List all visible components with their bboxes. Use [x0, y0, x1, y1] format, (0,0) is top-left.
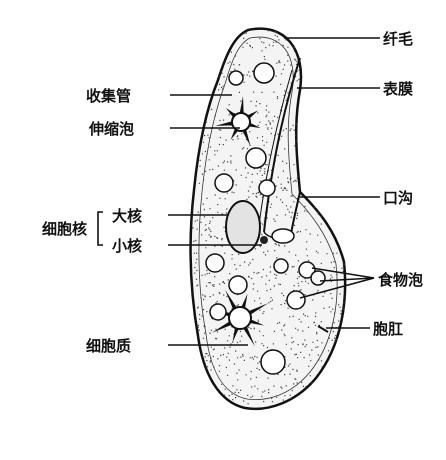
food-vacuole	[259, 180, 275, 196]
label-cytoplasm: 细胞质	[86, 337, 131, 355]
label-collecting-canal: 收集管	[86, 87, 131, 105]
food-vacuole	[229, 71, 243, 85]
label-micronucleus: 小核	[112, 237, 142, 255]
food-vacuole	[229, 276, 247, 294]
food-vacuole	[261, 350, 285, 374]
label-macronucleus: 大核	[112, 207, 142, 225]
label-oral-groove: 口沟	[383, 189, 413, 207]
food-vacuole	[215, 174, 233, 192]
label-food-vacuole: 食物泡	[378, 271, 423, 289]
micronucleus	[260, 236, 268, 244]
food-vacuole	[246, 148, 266, 168]
food-vacuole	[287, 291, 305, 309]
vacuole-bubble	[229, 307, 251, 329]
food-vacuole	[254, 63, 274, 83]
label-nucleus-group: 细胞核	[42, 220, 87, 238]
label-cilia: 纤毛	[383, 30, 413, 48]
food-vacuole	[274, 259, 288, 273]
bracket-nucleus	[98, 212, 103, 245]
food-vacuole	[311, 271, 325, 285]
label-pellicle: 表膜	[383, 80, 413, 98]
food-vacuole	[206, 254, 224, 272]
label-contractile-vacuole: 伸缩泡	[88, 120, 134, 138]
label-anal-pore: 胞肛	[372, 320, 403, 338]
food-vacuole	[210, 304, 226, 320]
